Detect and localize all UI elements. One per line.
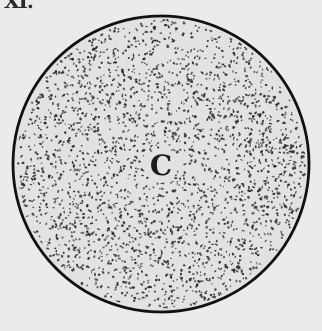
stipple-dot (182, 175, 184, 177)
stipple-dot (95, 130, 97, 133)
stipple-dot (82, 268, 84, 270)
stipple-dot (137, 115, 139, 116)
stipple-dot (132, 268, 135, 269)
stipple-dot (214, 116, 215, 119)
stipple-dot (202, 264, 204, 266)
stipple-dot (112, 141, 114, 143)
stipple-dot (201, 190, 203, 192)
stipple-dot (47, 244, 49, 245)
stipple-dot (114, 150, 116, 152)
stipple-dot (129, 119, 131, 122)
stipple-dot (144, 221, 146, 222)
stipple-dot (33, 168, 35, 170)
stipple-dot (87, 82, 88, 85)
stipple-dot (104, 38, 106, 40)
stipple-dot (158, 91, 161, 93)
stipple-dot (114, 48, 117, 50)
stipple-dot (101, 41, 103, 44)
center-label: C (150, 149, 172, 182)
stipple-dot (108, 35, 110, 38)
stipple-dot (128, 282, 130, 285)
stipple-dot (261, 80, 264, 81)
stipple-dot (211, 243, 215, 245)
stipple-dot (271, 201, 273, 204)
stipple-dot (23, 176, 26, 177)
